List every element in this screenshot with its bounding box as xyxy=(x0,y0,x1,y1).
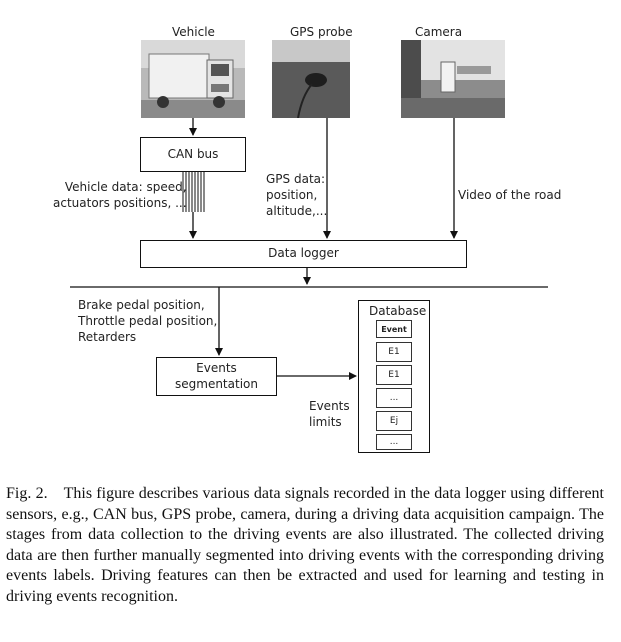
database-title: Database xyxy=(369,304,427,318)
database-row: ... xyxy=(376,388,412,408)
gps-data-line-3: altitude,... xyxy=(266,204,328,219)
gps-probe-title: GPS probe xyxy=(290,25,353,39)
events-limits-line-1: Events xyxy=(309,399,350,413)
vehicle-data-label: Vehicle data: speed, actuators positions… xyxy=(53,179,187,211)
events-limits-label: Events limits xyxy=(309,398,350,430)
gps-data-label: GPS data: position, altitude,... xyxy=(266,171,327,220)
database-row: E1 xyxy=(376,365,412,385)
gps-probe-photo xyxy=(272,40,350,118)
pedals-line-1: Brake pedal position, xyxy=(78,298,205,312)
gps-data-line-1: GPS data: xyxy=(266,172,326,186)
events-limits-line-2: limits xyxy=(309,415,342,430)
vehicle-data-line-2: actuators positions, ... xyxy=(53,196,187,211)
database-row: ... xyxy=(376,434,412,450)
video-label: Video of the road xyxy=(458,188,562,202)
database-row: E1 xyxy=(376,342,412,362)
camera-title: Camera xyxy=(415,25,463,39)
pedals-line-3: Retarders xyxy=(78,330,137,345)
connectors xyxy=(70,118,548,380)
pedals-line-2: Throttle pedal position, xyxy=(78,314,218,329)
can-bus-box: CAN bus xyxy=(140,137,246,172)
gps-data-line-2: position, xyxy=(266,188,318,203)
events-segmentation-line-2: segmentation xyxy=(175,376,258,391)
pedals-label: Brake pedal position, Throttle pedal pos… xyxy=(78,297,217,346)
camera-photo xyxy=(401,40,505,118)
vehicle-photo xyxy=(141,40,245,118)
events-segmentation-box: Events segmentation xyxy=(156,357,277,396)
vehicle-data-line-1: Vehicle data: speed, xyxy=(64,180,187,194)
database-header-cell: Event xyxy=(376,320,412,338)
data-logger-box: Data logger xyxy=(140,240,467,268)
events-segmentation-line-1: Events xyxy=(196,360,237,375)
figure-caption: Fig. 2. This figure describes various da… xyxy=(6,485,604,605)
database-row: Ej xyxy=(376,411,412,431)
vehicle-title: Vehicle xyxy=(172,25,215,39)
